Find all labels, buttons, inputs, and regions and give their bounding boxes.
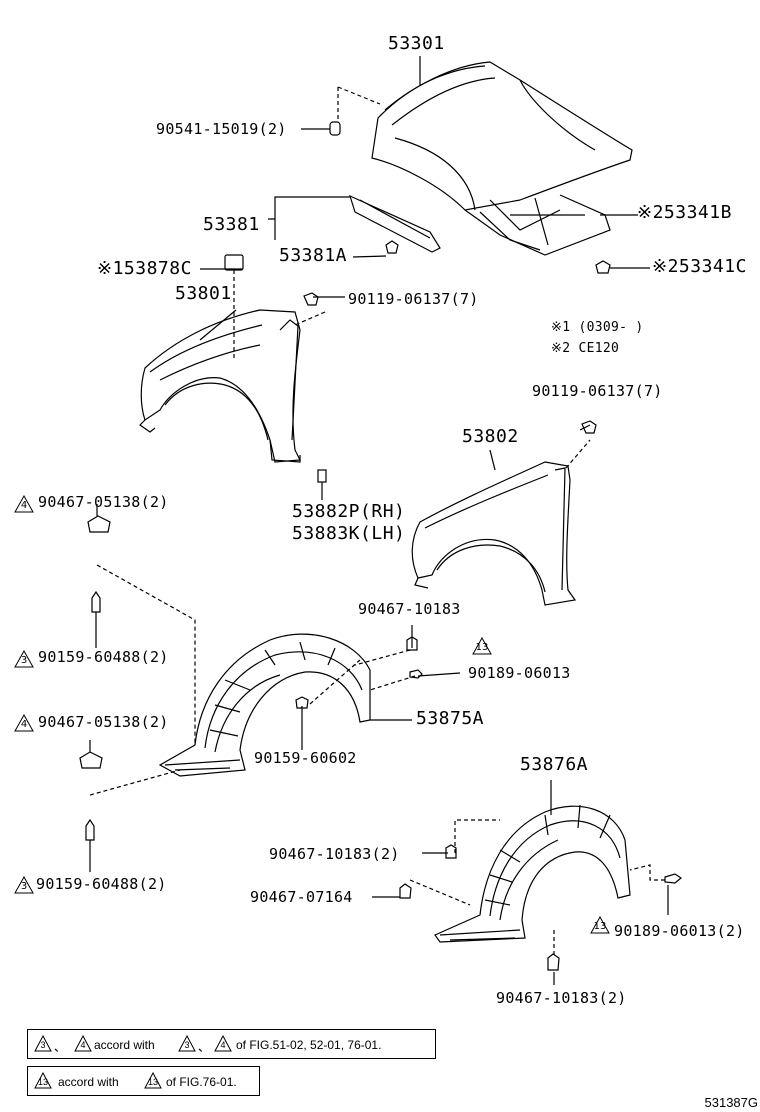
note2-label: ※2 CE120 — [551, 341, 620, 356]
hood-seal-drawing — [349, 194, 441, 253]
fender-lh-label: 53802 — [462, 426, 519, 447]
liner-lh-label: 53876A — [520, 754, 589, 775]
fender-bolt-rh-label: 90119-06137(7) — [348, 290, 479, 308]
screw-b-label: 90189-06013(2) — [614, 922, 745, 940]
clip-f-label: 90467-10183(2) — [496, 989, 627, 1007]
note1-triangle-4b: 4 — [214, 1034, 232, 1052]
clip-e-label: 90467-07164 — [250, 888, 353, 906]
clip-c-label: 90467-05138(2) — [38, 713, 169, 731]
clip-b-label: 90467-10183 — [358, 600, 461, 618]
clip-a-label: 90467-05138(2) — [38, 493, 169, 511]
bolt-a-label: 90159-60488(2) — [38, 648, 169, 666]
note1-triangle-3: 3 — [34, 1034, 52, 1052]
screw-a-label: 90189-06013 — [468, 664, 571, 682]
fender-seal-c-label: ※153878C — [97, 258, 192, 279]
marker-triangle-3: 3 — [14, 650, 34, 668]
hood-clip-label: ※253341C — [652, 256, 747, 277]
note2-triangle-13b: 13 — [144, 1071, 162, 1089]
note1-triangle-3b: 3 — [178, 1034, 196, 1052]
hood-bolt-label: 90541-15019(2) — [156, 120, 287, 138]
marker-triangle-13: 13 — [472, 637, 492, 655]
note2-text-a: accord with — [58, 1075, 119, 1089]
hood-drawing — [371, 61, 633, 256]
note1-label: ※1 (0309- ) — [551, 320, 644, 335]
fender-rh-label: 53801 — [175, 283, 232, 304]
fender-bolt-lh-label: 90119-06137(7) — [532, 382, 663, 400]
clip-d-label: 90467-10183(2) — [269, 845, 400, 863]
note1-text-a: accord with — [94, 1038, 155, 1052]
fender-rh-drawing — [139, 309, 301, 463]
hood-seal-label: 53381 — [203, 214, 260, 235]
protector-rh-label: 53882P(RH) — [292, 501, 406, 522]
hood-insulator-label: ※253341B — [637, 202, 732, 223]
marker-triangle-4: 4 — [14, 495, 34, 513]
reference-note-2: 13 accord with 13 of FIG.76-01. — [27, 1066, 260, 1096]
fender-lh-drawing — [411, 461, 577, 606]
marker-triangle-13b: 13 — [590, 916, 610, 934]
bolt-b-label: 90159-60602 — [254, 749, 357, 767]
note1-text-b: of FIG.51-02, 52-01, 76-01. — [236, 1038, 382, 1052]
liner-lh-drawing — [434, 804, 631, 943]
note2-triangle-13: 13 — [34, 1071, 52, 1089]
liner-rh-label: 53875A — [416, 708, 485, 729]
note1-triangle-4: 4 — [74, 1034, 92, 1052]
bolt-c-label: 90159-60488(2) — [36, 875, 167, 893]
marker-triangle-4b: 4 — [14, 714, 34, 732]
hood-seal-a-label: 53381A — [279, 245, 348, 266]
hood-label: 53301 — [388, 33, 445, 54]
marker-triangle-3b: 3 — [14, 876, 34, 894]
liner-rh-drawing — [158, 633, 371, 777]
protector-lh-label: 53883K(LH) — [292, 523, 406, 544]
reference-note-1: 3 、 4 accord with 3 、 4 of FIG.51-02, 52… — [27, 1029, 436, 1059]
note2-text-b: of FIG.76-01. — [166, 1075, 237, 1089]
figure-code: 531387G — [704, 1095, 759, 1110]
